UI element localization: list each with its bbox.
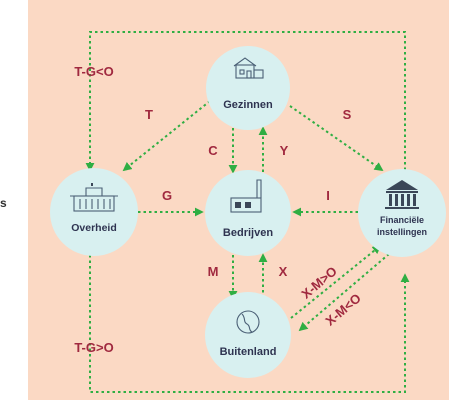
node-gezinnen: Gezinnen [206, 46, 290, 130]
node-label-financiele-line2: instellingen [377, 227, 427, 237]
flow-label-x: X [279, 264, 288, 279]
flow-arrow-x-m-gt-o [290, 244, 382, 319]
government-building-icon [70, 183, 118, 212]
flow-label-t-g-gt-o: T-G>O [74, 340, 113, 355]
node-label-gezinnen: Gezinnen [223, 99, 273, 111]
flow-label-t: T [145, 107, 153, 122]
flow-arrow-s [289, 105, 384, 172]
flow-label-i: I [326, 188, 330, 203]
node-bedrijven: Bedrijven [205, 170, 291, 256]
outer-frame-bottom [89, 255, 410, 393]
house-icon [233, 57, 264, 79]
flow-label-y: Y [280, 143, 289, 158]
node-label-buitenland: Buitenland [220, 346, 277, 358]
globe-icon [236, 310, 260, 334]
bank-icon [385, 180, 419, 209]
node-overheid: Overheid [50, 168, 138, 256]
flow-label-m: M [208, 264, 219, 279]
node-financiele-instellingen: Financiële instellingen [358, 169, 446, 257]
node-label-overheid: Overheid [71, 222, 117, 234]
node-label-financiele-line1: Financiële [380, 215, 424, 225]
flow-label-t-g-lt-o: T-G<O [74, 64, 113, 79]
flow-arrow-t [122, 100, 211, 172]
node-label-bedrijven: Bedrijven [223, 227, 273, 239]
flow-label-s: S [343, 107, 352, 122]
flow-label-g: G [162, 188, 172, 203]
node-buitenland: Buitenland [205, 292, 291, 378]
stray-mark: s [0, 196, 7, 210]
outer-frame-top [85, 31, 406, 175]
factory-icon [230, 179, 262, 213]
flow-label-x-m-lt-o: X-M<O [322, 290, 363, 328]
flow-label-c: C [208, 143, 218, 158]
